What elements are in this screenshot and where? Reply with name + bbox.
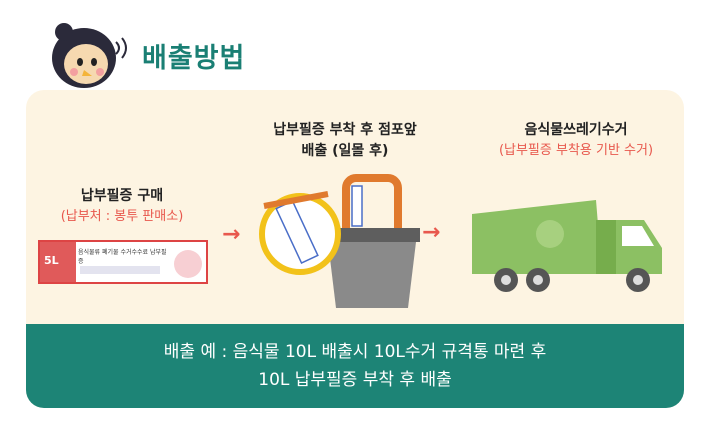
step-3: 음식물쓰레기수거 (납부필증 부착용 기반 수거): [476, 120, 676, 161]
example-footer: 배출 예 : 음식물 10L 배출시 10L수거 규격통 마련 후 10L 납부…: [26, 324, 684, 408]
truck-illustration: [472, 200, 662, 292]
step-1-subtitle: (납부처 : 봉투 판매소): [60, 209, 184, 224]
step-2-title: 납부필증 부착 후 점포앞: [273, 122, 417, 138]
step-1: 납부필증 구매 (납부처 : 봉투 판매소): [32, 186, 212, 227]
ticket-text: 음식물류 폐기물 수거수수료 납부필증: [78, 249, 167, 265]
bin-illustration: [259, 174, 420, 308]
arrow-icon: →: [422, 220, 441, 245]
arrow-icon: →: [222, 222, 241, 247]
footer-line-1: 배출 예 : 음식물 10L 배출시 10L수거 규격통 마련 후: [163, 342, 547, 362]
process-panel: 납부필증 구매 (납부처 : 봉투 판매소) 5L 음식물류 폐기물 수거수수료…: [26, 90, 684, 408]
footer-line-2: 10L 납부필증 부착 후 배출: [258, 370, 452, 390]
step-1-title: 납부필증 구매: [80, 188, 164, 204]
step-2: 납부필증 부착 후 점포앞 배출 (일몰 후): [250, 120, 440, 162]
mascot-icon: [52, 23, 127, 88]
ticket-badge: 5L: [44, 254, 59, 267]
step-3-title: 음식물쓰레기수거: [524, 122, 628, 138]
ticket-illustration: 5L 음식물류 폐기물 수거수수료 납부필증: [38, 240, 208, 284]
step-3-subtitle: (납부필증 부착용 기반 수거): [498, 143, 654, 158]
step-2-subtitle: 배출 (일몰 후): [301, 143, 389, 159]
page-title: 배출방법: [142, 43, 246, 74]
